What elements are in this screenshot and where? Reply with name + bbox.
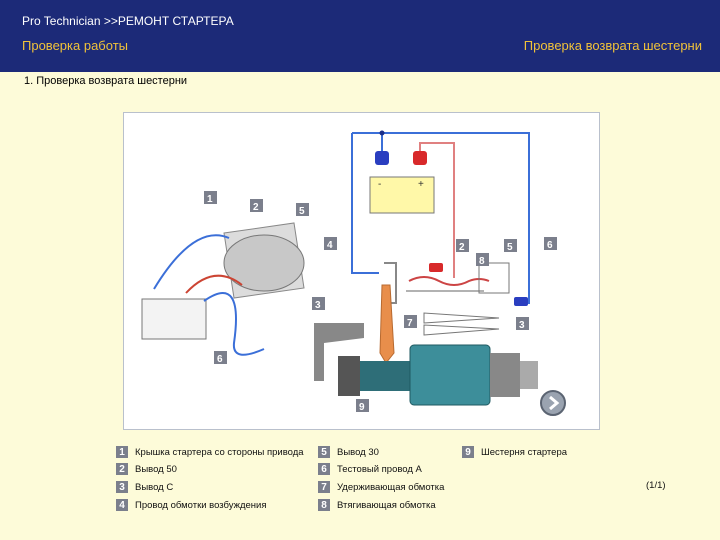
legend-item: 7 Удерживающая обмотка bbox=[318, 480, 444, 494]
legend-number: 8 bbox=[318, 499, 330, 511]
hold-coil-shape bbox=[423, 312, 500, 324]
starter-body-left bbox=[223, 234, 305, 292]
callout-5a: 5 bbox=[296, 203, 309, 217]
svg-text:6: 6 bbox=[547, 240, 553, 251]
svg-text:7: 7 bbox=[407, 318, 413, 329]
callout-1: 1 bbox=[204, 191, 217, 205]
positive-clip-icon bbox=[413, 151, 427, 165]
svg-text:8: 8 bbox=[479, 256, 485, 267]
legend-number: 5 bbox=[318, 446, 330, 458]
legend-number: 3 bbox=[116, 481, 128, 493]
commutator bbox=[490, 353, 520, 397]
callout-layer: 1 2 5 4 3 6 2 8 5 6 7 3 9 bbox=[204, 191, 557, 413]
svg-text:9: 9 bbox=[359, 402, 365, 413]
page-heading: 1. Проверка возврата шестерни bbox=[24, 75, 188, 87]
battery-right bbox=[369, 176, 435, 214]
rear-bearing bbox=[520, 361, 538, 389]
legend-label: Вывод C bbox=[135, 481, 174, 493]
svg-text:5: 5 bbox=[299, 206, 305, 217]
legend-item: 1 Крышка стартера со стороны привода bbox=[116, 445, 304, 459]
red-clip-50-icon bbox=[429, 263, 443, 272]
svg-text:6: 6 bbox=[217, 354, 223, 365]
legend-item: 8 Втягивающая обмотка bbox=[318, 498, 436, 512]
negative-clip-icon bbox=[375, 151, 389, 165]
svg-text:3: 3 bbox=[315, 300, 321, 311]
callout-3a: 3 bbox=[312, 297, 325, 311]
svg-text:4: 4 bbox=[327, 240, 333, 251]
legend-label: Втягивающая обмотка bbox=[337, 499, 436, 511]
left-blue-lead bbox=[153, 234, 230, 290]
legend-label: Удерживающая обмотка bbox=[337, 481, 445, 493]
battery-plus-label: + bbox=[418, 179, 424, 190]
callout-3b: 3 bbox=[516, 317, 529, 331]
legend-item: 2 Вывод 50 bbox=[116, 462, 177, 476]
wiring-diagram: - + bbox=[141, 130, 538, 406]
callout-9: 9 bbox=[356, 399, 369, 413]
drive-housing bbox=[314, 323, 364, 381]
callout-5b: 5 bbox=[504, 239, 517, 253]
legend-item: 6 Тестовый провод A bbox=[318, 462, 422, 476]
legend-number: 1 bbox=[116, 446, 128, 458]
svg-text:2: 2 bbox=[253, 202, 259, 213]
red-wire bbox=[419, 142, 455, 278]
wire-junction bbox=[379, 130, 385, 136]
blue-clip-c-icon bbox=[514, 297, 528, 306]
pull-coil-shape bbox=[423, 324, 500, 336]
header-bar: Pro Technician >>РЕМОНТ СТАРТЕРА Проверк… bbox=[0, 0, 720, 72]
legend-label: Вывод 30 bbox=[337, 446, 379, 458]
callout-4: 4 bbox=[324, 237, 337, 251]
callout-2: 2 bbox=[250, 199, 263, 213]
svg-text:1: 1 bbox=[207, 194, 213, 205]
callout-7: 7 bbox=[404, 315, 417, 329]
svg-text:2: 2 bbox=[459, 242, 465, 253]
page-counter: (1/1) bbox=[646, 480, 666, 491]
battery-left bbox=[141, 298, 207, 340]
legend-label: Вывод 50 bbox=[135, 463, 177, 475]
legend-number: 4 bbox=[116, 499, 128, 511]
chevron-right-icon bbox=[549, 395, 560, 411]
legend-number: 7 bbox=[318, 481, 330, 493]
callout-2b: 2 bbox=[456, 239, 469, 253]
callout-6b: 6 bbox=[544, 237, 557, 251]
legend-label: Провод обмотки возбуждения bbox=[135, 499, 267, 511]
legend-number: 6 bbox=[318, 463, 330, 475]
left-blue-lead-2 bbox=[203, 292, 265, 356]
legend-number: 9 bbox=[462, 446, 474, 458]
topic-title: Проверка возврата шестерни bbox=[523, 38, 702, 53]
legend-item: 3 Вывод C bbox=[116, 480, 173, 494]
legend-number: 2 bbox=[116, 463, 128, 475]
legend-item: 5 Вывод 30 bbox=[318, 445, 379, 459]
starter-test-illustration: - + 1 2 5 4 3 6 2 8 bbox=[123, 112, 600, 430]
callout-6a: 6 bbox=[214, 351, 227, 365]
svg-text:3: 3 bbox=[519, 320, 525, 331]
drive-lever bbox=[379, 284, 395, 364]
legend-item: 4 Провод обмотки возбуждения bbox=[116, 498, 267, 512]
drive-gear bbox=[338, 356, 360, 396]
svg-text:5: 5 bbox=[507, 242, 513, 253]
section-title: Проверка работы bbox=[22, 38, 128, 53]
left-red-lead bbox=[185, 274, 243, 294]
battery-minus-label: - bbox=[378, 179, 381, 190]
legend-label: Тестовый провод A bbox=[337, 463, 422, 475]
next-button[interactable] bbox=[540, 390, 566, 416]
callout-8: 8 bbox=[476, 253, 489, 267]
legend-label: Шестерня стартера bbox=[481, 446, 568, 458]
clutch-housing bbox=[360, 361, 410, 391]
contact-box bbox=[478, 262, 510, 294]
blue-wire-left bbox=[351, 133, 379, 274]
legend-label: Крышка стартера со стороны привода bbox=[135, 446, 304, 458]
legend-item: 9 Шестерня стартера bbox=[462, 445, 567, 459]
app-title: Pro Technician >>РЕМОНТ СТАРТЕРА bbox=[22, 14, 234, 28]
